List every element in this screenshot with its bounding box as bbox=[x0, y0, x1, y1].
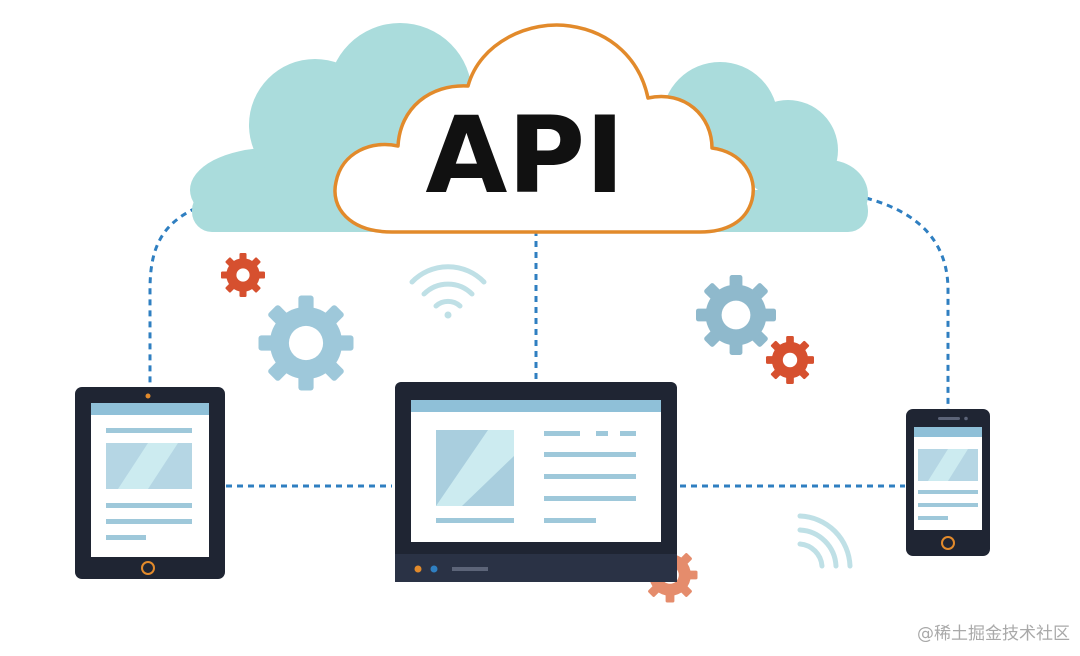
tablet-device bbox=[75, 387, 225, 579]
wifi-icon-bottom-right bbox=[797, 513, 853, 569]
gear-icon-blue-right bbox=[696, 275, 776, 355]
api-cloud bbox=[333, 23, 755, 234]
laptop-device bbox=[395, 382, 677, 582]
connector-cloud-phone bbox=[865, 196, 950, 410]
connector-cloud-tablet bbox=[148, 206, 197, 388]
gear-icon-blue-left bbox=[258, 295, 354, 391]
gear-icon-red-left bbox=[221, 253, 265, 297]
watermark: @稀土掘金技术社区 bbox=[917, 624, 1070, 644]
connectors bbox=[148, 196, 950, 488]
api-title: API bbox=[425, 94, 624, 217]
wifi-icon-center bbox=[409, 264, 487, 319]
phone-device bbox=[906, 409, 990, 556]
gear-icon-red-right bbox=[766, 336, 814, 384]
